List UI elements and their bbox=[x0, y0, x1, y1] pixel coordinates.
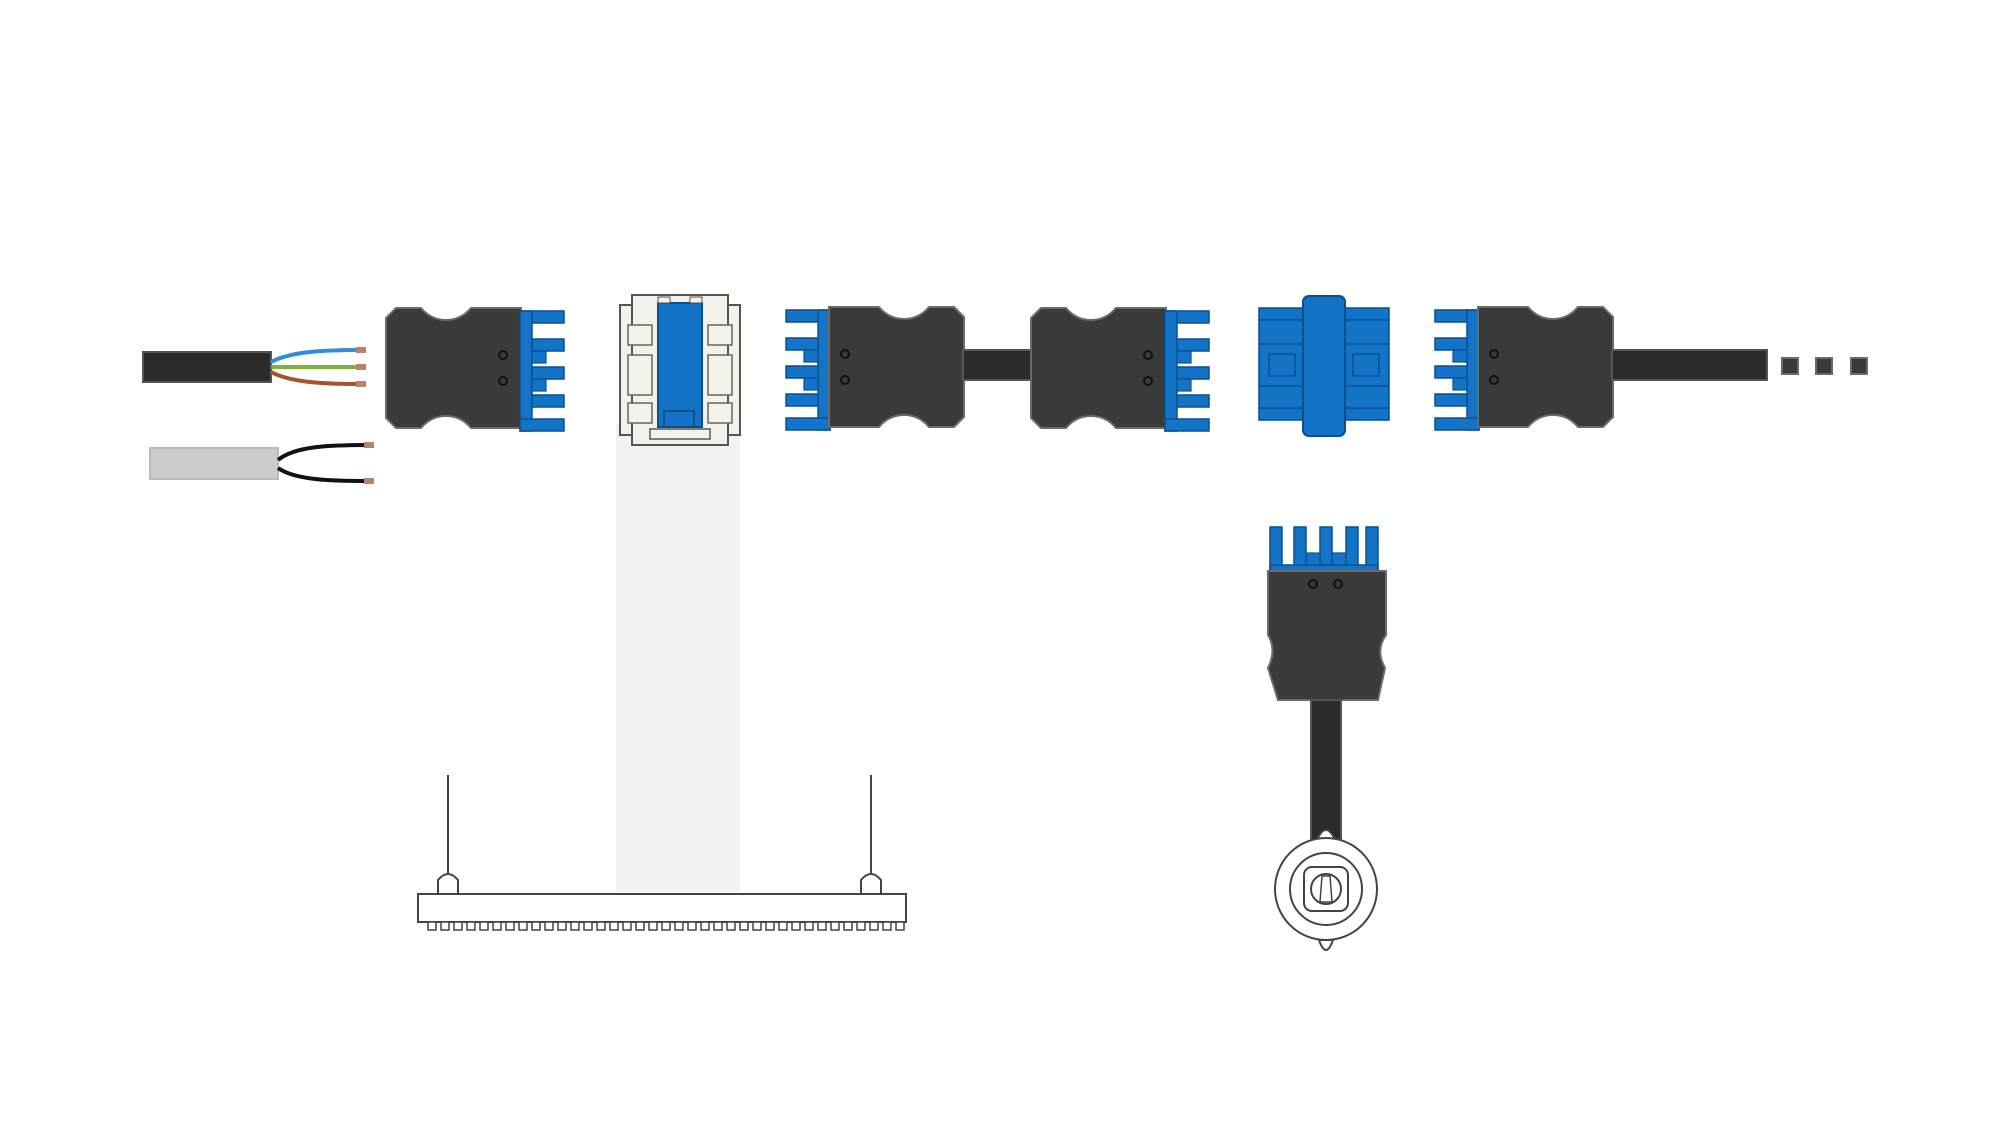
spotlight bbox=[1274, 829, 1378, 951]
t-distributor bbox=[1258, 295, 1390, 437]
led-segment bbox=[882, 921, 892, 931]
led-segment bbox=[557, 921, 567, 931]
led-segment bbox=[804, 921, 814, 931]
led-segment bbox=[596, 921, 606, 931]
male-connector-with-cable bbox=[785, 306, 965, 431]
led-segment bbox=[661, 921, 671, 931]
led-segment bbox=[856, 921, 866, 931]
led-segment bbox=[570, 921, 580, 931]
male-connector-end bbox=[1434, 306, 1614, 431]
led-segment bbox=[440, 921, 450, 931]
led-segment bbox=[518, 921, 528, 931]
led-segment bbox=[453, 921, 463, 931]
led-segment bbox=[674, 921, 684, 931]
led-segment bbox=[700, 921, 710, 931]
led-segment bbox=[687, 921, 697, 931]
cable-segment bbox=[962, 349, 1036, 381]
led-segment bbox=[622, 921, 632, 931]
led-segment bbox=[843, 921, 853, 931]
led-segment bbox=[895, 921, 905, 931]
led-segment bbox=[817, 921, 827, 931]
led-segment bbox=[765, 921, 775, 931]
led-segment bbox=[648, 921, 658, 931]
led-segment bbox=[492, 921, 502, 931]
drop-connector bbox=[1266, 526, 1387, 841]
led-segment bbox=[830, 921, 840, 931]
drop-zone bbox=[616, 425, 740, 892]
led-segment bbox=[869, 921, 879, 931]
led-segment bbox=[505, 921, 515, 931]
led-segment bbox=[752, 921, 762, 931]
led-segment bbox=[427, 921, 437, 931]
led-segment bbox=[544, 921, 554, 931]
pendant-luminaire bbox=[417, 775, 907, 931]
led-segment bbox=[635, 921, 645, 931]
led-segment bbox=[609, 921, 619, 931]
led-segment bbox=[713, 921, 723, 931]
female-connector bbox=[385, 307, 565, 432]
led-segment bbox=[778, 921, 788, 931]
led-segment bbox=[583, 921, 593, 931]
led-segment bbox=[791, 921, 801, 931]
end-cable bbox=[1611, 349, 1768, 381]
mains-cable bbox=[142, 347, 366, 387]
lowvoltage-cable bbox=[149, 442, 374, 484]
led-segment bbox=[531, 921, 541, 931]
female-connector-2 bbox=[1030, 307, 1210, 432]
continuation-dots bbox=[1781, 357, 1868, 375]
distribution-box bbox=[619, 294, 741, 446]
led-segment bbox=[466, 921, 476, 931]
led-segment bbox=[739, 921, 749, 931]
led-segment bbox=[479, 921, 489, 931]
led-segment bbox=[726, 921, 736, 931]
